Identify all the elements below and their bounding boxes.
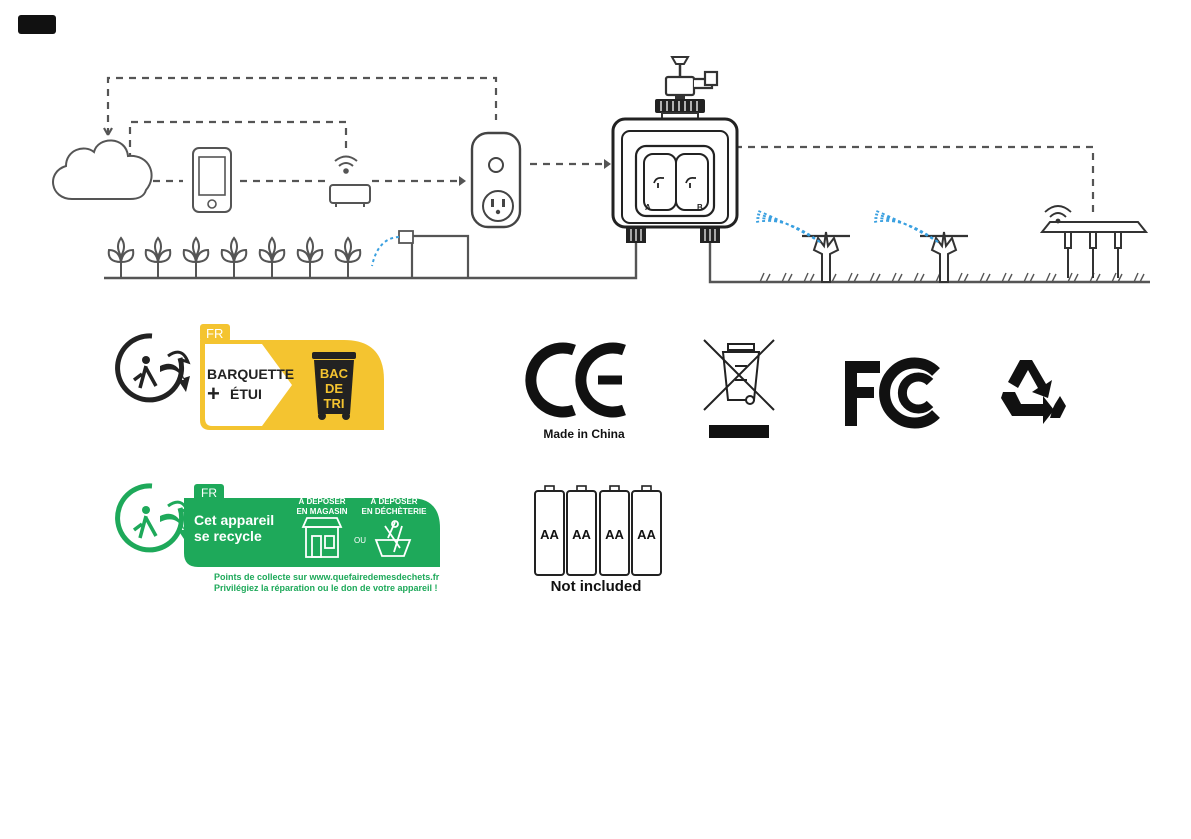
battery-label: AA bbox=[637, 527, 656, 542]
corner-tab bbox=[18, 15, 56, 34]
plant-row bbox=[109, 238, 361, 278]
water-timer-icon: A B bbox=[613, 99, 737, 243]
grass-ticks bbox=[760, 273, 1144, 282]
phone-icon bbox=[193, 148, 231, 212]
smart-plug-icon bbox=[472, 133, 520, 227]
sprinkler-group bbox=[756, 210, 968, 282]
device-option1-line1: À DÉPOSER bbox=[298, 497, 345, 506]
plant-icon bbox=[298, 238, 323, 278]
device-title-2: se recycle bbox=[194, 528, 262, 544]
valve-a-label: A bbox=[645, 203, 651, 212]
device-country: FR bbox=[201, 486, 217, 500]
device-option2-line2: EN DÉCHÈTERIE bbox=[362, 507, 428, 516]
fcc-logo bbox=[845, 361, 936, 426]
battery-aa-icon: AA bbox=[600, 486, 629, 575]
plant-icon bbox=[109, 238, 134, 278]
connection-diagram bbox=[104, 78, 1093, 218]
device-option1-line2: EN MAGASIN bbox=[296, 507, 347, 516]
sprinkler-icon bbox=[874, 210, 968, 282]
ce-caption: Made in China bbox=[543, 427, 625, 441]
plant-icon bbox=[146, 238, 171, 278]
device-footer-2: Privilégiez la réparation ou le don de v… bbox=[214, 583, 438, 593]
device-footer-1: Points de collecte sur www.quefairedemes… bbox=[214, 572, 440, 582]
triman-green-icon bbox=[118, 486, 190, 550]
router-icon bbox=[330, 157, 370, 208]
triman-device-label: FR Cet appareil se recycle À DÉPOSER EN … bbox=[118, 484, 440, 593]
plant-icon bbox=[222, 238, 247, 278]
ground-lines bbox=[104, 242, 1150, 282]
triman-icon bbox=[118, 336, 190, 400]
sprinkler-icon bbox=[756, 210, 850, 282]
plant-icon bbox=[336, 238, 361, 278]
weee-bin-icon bbox=[704, 340, 774, 438]
batteries-caption: Not included bbox=[551, 578, 642, 595]
bin-text-3: TRI bbox=[324, 396, 345, 411]
device-title-1: Cet appareil bbox=[194, 512, 274, 528]
bin-text-2: DE bbox=[325, 381, 343, 396]
bin-text-1: BAC bbox=[320, 366, 349, 381]
dashed-links bbox=[108, 78, 1093, 218]
battery-aa-icon: AA bbox=[535, 486, 564, 575]
battery-label: AA bbox=[605, 527, 624, 542]
device-or: OU bbox=[354, 536, 366, 545]
packaging-plus: + bbox=[207, 381, 220, 406]
drip-emitter-icon bbox=[372, 231, 468, 278]
cloud-icon bbox=[53, 140, 152, 199]
packaging-line1: BARQUETTE bbox=[207, 366, 294, 382]
soil-sensor-icon bbox=[1042, 206, 1146, 278]
ce-mark: Made in China bbox=[531, 348, 625, 441]
plant-icon bbox=[260, 238, 285, 278]
plant-icon bbox=[184, 238, 209, 278]
recycle-icon bbox=[1001, 360, 1066, 424]
sorting-bin-icon: BAC DE TRI bbox=[312, 352, 356, 420]
battery-aa-icon: AA bbox=[632, 486, 661, 575]
battery-label: AA bbox=[572, 527, 591, 542]
battery-aa-icon: AA bbox=[567, 486, 596, 575]
faucet-icon bbox=[666, 57, 717, 101]
triman-packaging-label: FR BARQUETTE + ÉTUI BAC DE TRI bbox=[118, 324, 384, 430]
device-option2-line1: À DÉPOSER bbox=[370, 497, 417, 506]
batteries-not-included: AA AA AA AA bbox=[535, 486, 661, 575]
packaging-country: FR bbox=[206, 326, 223, 341]
battery-label: AA bbox=[540, 527, 559, 542]
packaging-line2: ÉTUI bbox=[230, 386, 262, 402]
valve-b-label: B bbox=[697, 203, 703, 212]
